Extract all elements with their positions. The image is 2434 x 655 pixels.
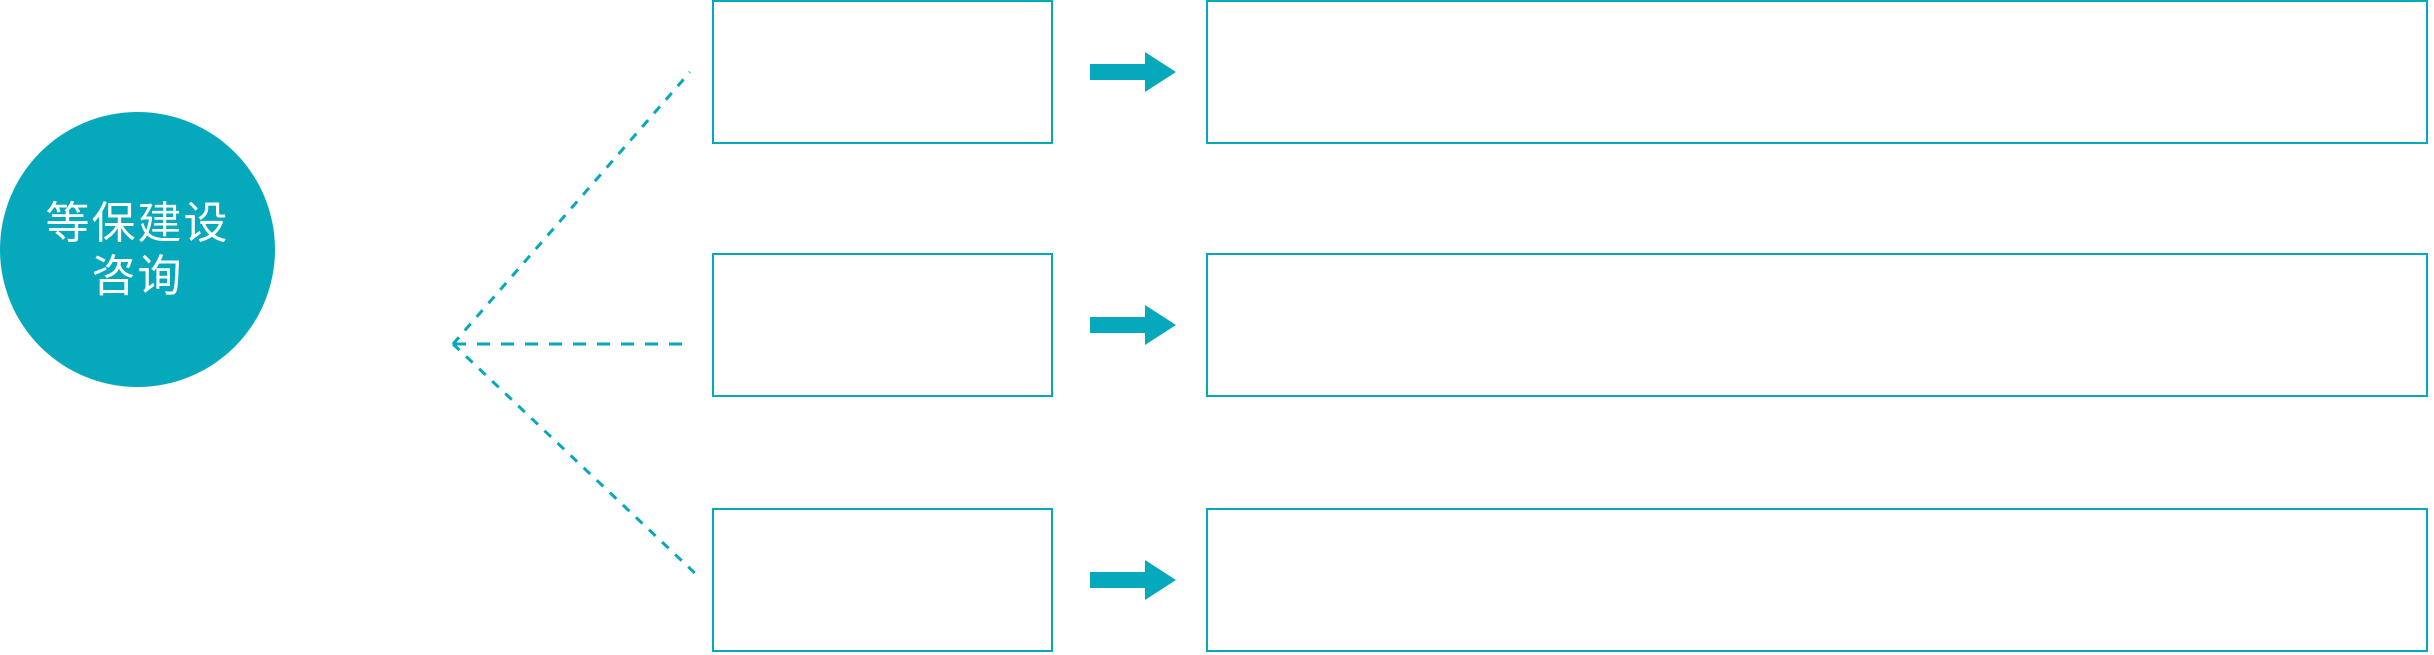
detail-box-3[interactable] [1206, 508, 2428, 652]
arrow-right-icon [1090, 52, 1176, 92]
hub-circle[interactable]: 等保建设 咨询 [0, 112, 275, 387]
hub-label: 等保建设 咨询 [45, 198, 230, 301]
stage-box-3[interactable] [712, 508, 1053, 652]
detail-box-1[interactable] [1206, 0, 2428, 144]
arrow-right-icon [1090, 560, 1176, 600]
detail-box-2[interactable] [1206, 253, 2428, 397]
row-3 [0, 508, 2434, 652]
stage-box-1[interactable] [712, 0, 1053, 144]
stage-box-2[interactable] [712, 253, 1053, 397]
arrow-right-icon [1090, 305, 1176, 345]
row-1 [0, 0, 2434, 144]
row-2 [0, 253, 2434, 397]
